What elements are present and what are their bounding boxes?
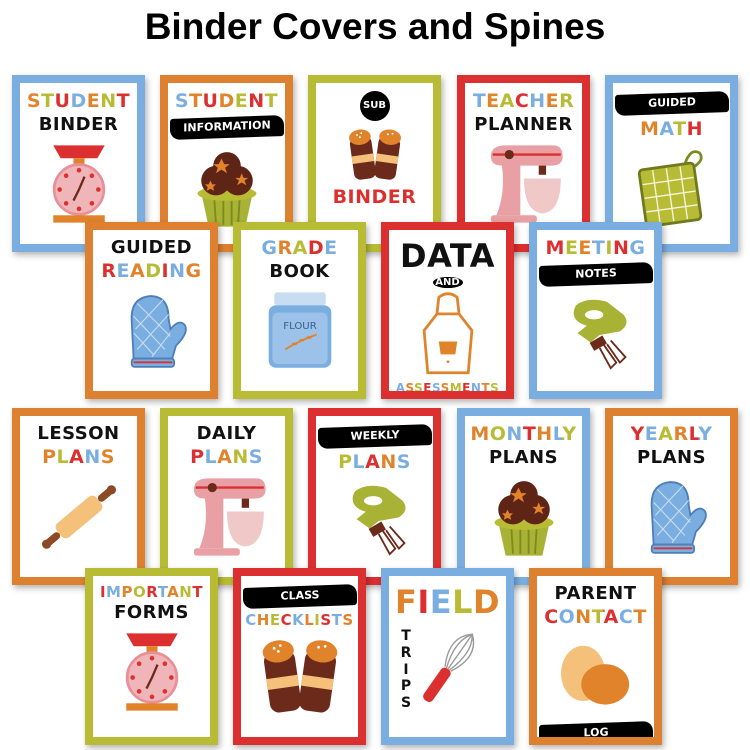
cover-colored-text: READING [101, 259, 202, 282]
cover-circle-text: AND [432, 276, 463, 289]
cover-colored-text: CONTACT [544, 605, 647, 628]
hand-mixer-icon [572, 299, 627, 370]
cover-colored-text: IMPORTANT [99, 583, 204, 601]
kitchen-scale-icon [51, 143, 106, 224]
salt-pepper-shakers-icon [347, 128, 402, 181]
rolling-pin-icon [36, 479, 121, 554]
flour-jar-icon: FLOUR [267, 290, 332, 369]
kitchen-scale-icon [124, 631, 179, 712]
cover-black-text: LESSON [37, 423, 120, 444]
cover-black-text: FORMS [114, 602, 189, 624]
cover-colored-text: MONTHLY [470, 423, 577, 445]
cover-banner-text: INFORMATION [169, 114, 284, 140]
hand-mixer-icon [351, 485, 406, 556]
cover-colored-text: FIELD [394, 583, 501, 621]
cover-colored-text: TEACHER [472, 90, 575, 112]
oven-mitt-icon [650, 480, 707, 554]
cover-black-text: DAILY [196, 423, 257, 444]
cover-banner-text: LOG [538, 720, 653, 737]
cover-colored-text: CHECKLISTS [245, 610, 354, 629]
stand-mixer-icon [192, 476, 267, 557]
cover-black-text: DATA [400, 237, 495, 275]
cover-colored-text: BINDER [332, 186, 417, 208]
cupcake-icon [493, 479, 554, 557]
cover-colored-text: STUDENT [26, 90, 131, 112]
cover-black-text: PLANNER [474, 113, 573, 135]
cover-black-text: BOOK [269, 260, 330, 282]
cover-black-text: GUIDED [110, 237, 193, 258]
flour-label: FLOUR [283, 321, 316, 332]
cover-banner-text: NOTES [538, 261, 653, 287]
cupcake-icon [196, 151, 257, 229]
cover-colored-text: MATH [640, 117, 703, 140]
pot-holder-icon [636, 150, 703, 229]
cover-vertical-text: TRIPS [400, 628, 412, 712]
cover-colored-text: YEARLY [630, 423, 713, 445]
cover-banner-text: GUIDED [614, 91, 729, 116]
cover-black-text: PLANS [636, 446, 707, 468]
oven-mitt-icon [130, 294, 187, 368]
cover-black-text: BINDER [38, 113, 119, 135]
cover-colored-text: ASSESSMENTS [395, 381, 500, 396]
eggs-icon [560, 645, 629, 705]
salt-pepper-shakers-icon [260, 638, 339, 714]
apron-icon [422, 292, 473, 375]
cover-colored-text: STUDENT [174, 90, 279, 112]
cover-colored-text: PLANS [190, 445, 263, 468]
cover-black-text: PARENT [554, 583, 637, 604]
cover-colored-text: GRADE [261, 237, 338, 259]
cover-colored-text: PLANS [42, 445, 115, 468]
stand-mixer-icon [489, 143, 564, 224]
cover-banner-text: WEEKLY [317, 424, 432, 449]
cover-colored-text: PLANS [338, 450, 411, 473]
cover-banner-text: CLASS [242, 584, 357, 609]
page-title: Binder Covers and Spines [144, 6, 606, 47]
cover-black-text: PLANS [488, 446, 559, 468]
cover-circle-text: SUB [359, 91, 390, 121]
binder-cover: FIELD TRIPS [381, 568, 514, 745]
cover-colored-text: MEETING [545, 237, 646, 259]
